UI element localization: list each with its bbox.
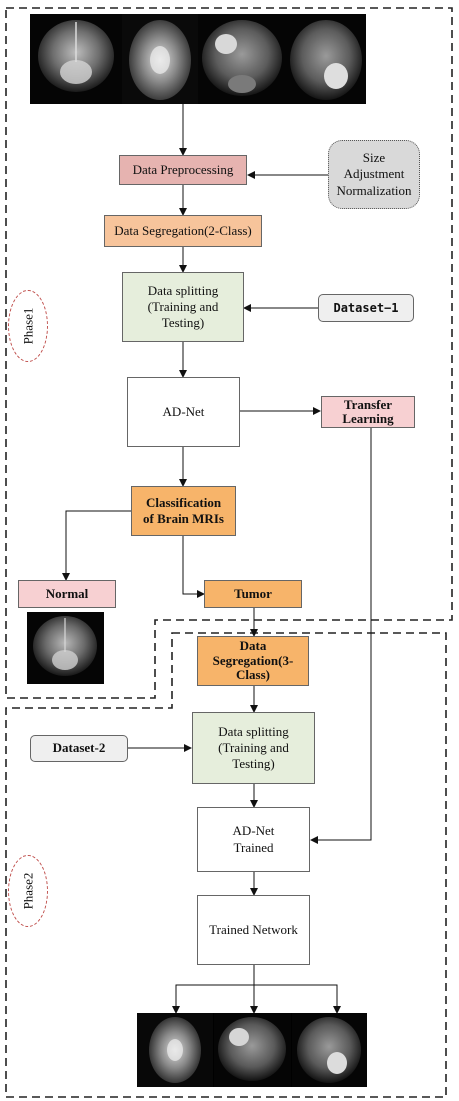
segregation-3-line2: Segregation(3-: [212, 652, 294, 668]
ad-net-trained-line2: Trained: [233, 839, 274, 855]
mri-tumor-image-2: [286, 14, 366, 104]
output-mri-tumor-2: [292, 1013, 367, 1087]
data-preprocessing-label: Data Preprocessing: [132, 161, 234, 177]
splitting-1-line1: Data splitting: [147, 282, 219, 298]
tumor-label: Tumor: [234, 585, 272, 601]
segregation-3-line1: Data: [239, 637, 267, 653]
dataset-2-box: Dataset-2: [30, 735, 128, 762]
phase1-text: Phase1: [20, 307, 35, 345]
splitting-1-line2: (Training and: [147, 298, 219, 314]
output-mri-strip: [137, 1013, 367, 1087]
arrow-output-left: [175, 984, 338, 1012]
ad-net-trained-line1: AD-Net: [232, 823, 275, 839]
arrow-classification-to-normal: [62, 510, 131, 581]
output-mri-tumor-1: [214, 1013, 291, 1087]
learning-label: Learning: [342, 411, 394, 426]
mri-coronal-image: [30, 14, 122, 104]
dataset-2-label: Dataset-2: [52, 740, 106, 756]
segregation-3-line3: Class): [236, 667, 270, 683]
phase2-label: Phase2: [8, 855, 48, 927]
normal-box: Normal: [18, 580, 116, 608]
ad-net-trained-box: AD-Net Trained: [197, 807, 310, 872]
transfer-label: Transfer: [343, 396, 393, 412]
dataset-1-label: Dataset−1: [333, 300, 399, 315]
data-splitting-2-box: Data splitting (Training and Testing): [192, 712, 315, 784]
normal-label: Normal: [45, 585, 89, 601]
splitting-2-line3: Testing): [232, 756, 275, 772]
trained-network-box: Trained Network: [197, 895, 310, 965]
output-mri-normal: [137, 1013, 213, 1087]
phase2-outline: [5, 632, 447, 1098]
phase1-outline: [5, 7, 453, 699]
phase1-label: Phase1: [8, 290, 48, 362]
arrow-classification-to-tumor: [182, 536, 205, 598]
adjustment-label: Adjustment: [343, 166, 405, 182]
dataset-1-box: Dataset−1: [318, 294, 414, 322]
normalization-label: Normalization: [336, 182, 412, 198]
data-preprocessing-box: Data Preprocessing: [119, 155, 247, 185]
data-segregation-2class-box: Data Segregation(2-Class): [104, 215, 262, 247]
mri-axial-t2-image: [122, 14, 198, 104]
size-adjustment-normalization-box: Size Adjustment Normalization: [328, 140, 420, 209]
classification-box: Classification of Brain MRIs: [131, 486, 236, 536]
normal-mri-image: [27, 612, 104, 684]
data-splitting-1-box: Data splitting (Training and Testing): [122, 272, 244, 342]
trained-network-label: Trained Network: [209, 921, 298, 937]
transfer-learning-box: Transfer Learning: [321, 396, 415, 428]
ad-net-label: AD-Net: [162, 403, 205, 419]
classification-line2: of Brain MRIs: [143, 511, 224, 526]
arrow-transfer-to-adnet-trained: [310, 428, 372, 844]
splitting-2-line1: Data splitting: [218, 723, 289, 739]
mri-tumor-image-1: [198, 14, 286, 104]
ad-net-box: AD-Net: [127, 377, 240, 447]
splitting-2-line2: (Training and: [218, 739, 289, 755]
tumor-box: Tumor: [204, 580, 302, 608]
data-segregation-3class-box: Data Segregation(3- Class): [197, 636, 309, 686]
phase2-text: Phase2: [20, 872, 35, 910]
input-mri-strip: [30, 14, 366, 104]
splitting-1-line3: Testing): [161, 315, 205, 331]
size-label: Size: [362, 150, 386, 166]
data-segregation-2class-label: Data Segregation(2-Class): [114, 222, 252, 238]
classification-line1: Classification: [145, 494, 222, 510]
